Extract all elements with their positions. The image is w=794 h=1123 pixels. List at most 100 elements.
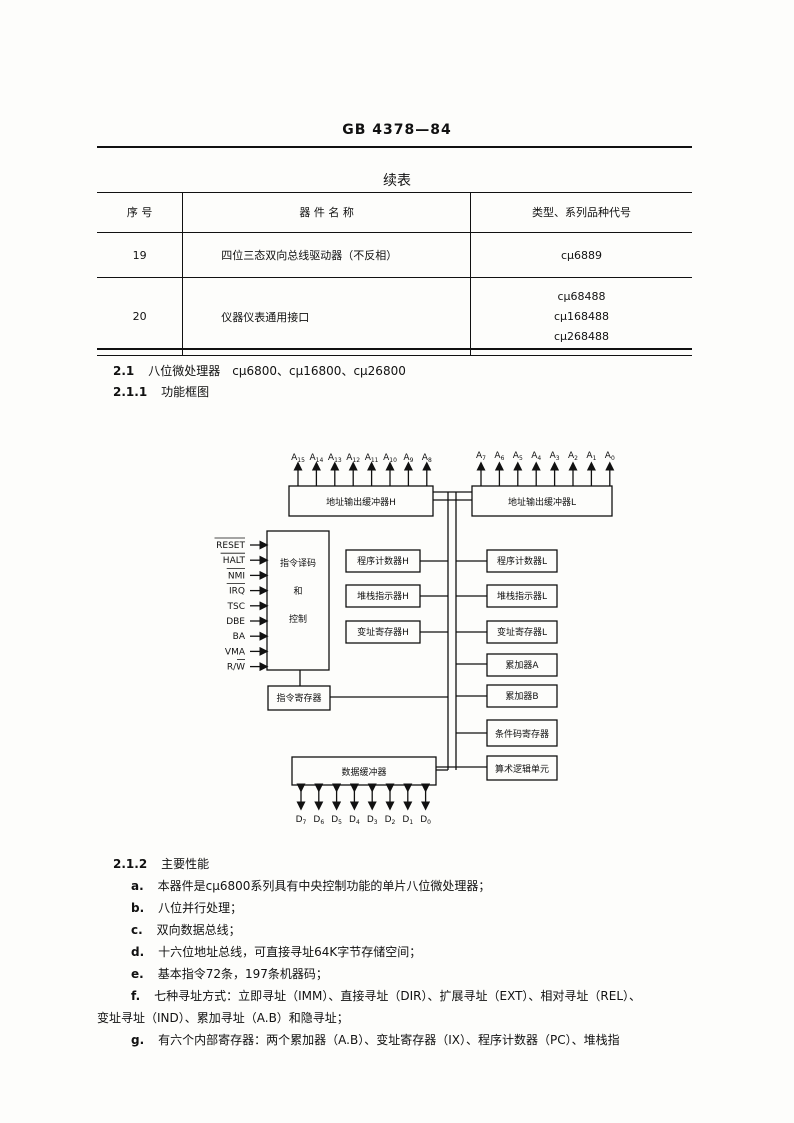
row-name: 四位三态双向总线驱动器（不反相） — [182, 232, 472, 278]
block-rect — [288, 485, 434, 517]
item-label: d. — [131, 945, 145, 959]
row-name: 仪器仪表通用接口 — [182, 277, 472, 356]
item-label: e. — [131, 967, 144, 981]
register-label: 条件码寄存器 — [495, 728, 549, 740]
item-text: 七种寻址方式：立即寻址（IMM）、直接寻址（DIR）、扩展寻址（EXT）、相对寻… — [154, 989, 642, 1003]
item-text: 本器件是cμ6800系列具有中央控制功能的单片八位微处理器； — [157, 879, 491, 893]
block-rect — [486, 584, 558, 608]
pin-label: A15 — [291, 453, 305, 464]
list-item: d. 十六位地址总线，可直接寻址64K字节存储空间； — [131, 943, 421, 960]
column-header-name: 器 件 名 称 — [182, 192, 472, 233]
row-code: cμ68488 — [557, 289, 606, 303]
alu-label: 算术逻辑单元 — [495, 763, 549, 775]
pin-label: A7 — [476, 451, 486, 462]
list-item: f. 七种寻址方式：立即寻址（IMM）、直接寻址（DIR）、扩展寻址（EXT）、相… — [131, 987, 641, 1004]
section-title: 八位微处理器 cμ6800、cμ16800、cμ26800 — [148, 364, 406, 378]
pin-label: A4 — [531, 451, 541, 462]
signal-label: RESET — [216, 541, 245, 551]
row-code: cμ268488 — [554, 329, 610, 343]
column-header-code: 类型、系列品种代号 — [470, 192, 692, 233]
register-label: 累加器A — [505, 660, 539, 671]
list-item: e. 基本指令72条，197条机器码； — [131, 965, 328, 982]
block-rect — [486, 620, 558, 644]
block-rect — [267, 685, 331, 711]
pin-label: A0 — [605, 451, 615, 462]
section-2-1-heading: 2.1 八位微处理器 cμ6800、cμ16800、cμ26800 — [113, 362, 406, 379]
instruction-register-label: 指令寄存器 — [276, 692, 321, 704]
row-codes: cμ68488 cμ168488 cμ268488 — [470, 277, 692, 356]
item-text: 基本指令72条，197条机器码； — [157, 967, 328, 981]
pin-label: D2 — [385, 815, 396, 826]
signal-label: IRQ — [229, 587, 245, 597]
row-code: cμ168488 — [554, 309, 610, 323]
list-item: c.双向数据总线； — [131, 921, 241, 938]
register-label: 变址寄存器H — [357, 626, 409, 638]
pin-label: A3 — [550, 451, 560, 462]
signal-label: VMA — [225, 647, 246, 657]
decoder-label-3: 控制 — [289, 613, 307, 625]
table-caption: 续表 — [383, 173, 411, 189]
pin-label: D7 — [296, 815, 307, 826]
pin-label: A8 — [422, 453, 432, 464]
register-label: 堆栈指示器L — [497, 590, 547, 602]
section-number: 2.1.1 — [113, 385, 148, 399]
pin-label: A5 — [513, 451, 523, 462]
item-text: 变址寻址（IND）、累加寻址（A.B）和隐寻址； — [97, 1011, 349, 1025]
item-text: 八位并行处理； — [158, 901, 243, 915]
pin-label: D6 — [313, 815, 324, 826]
register-label: 程序计数器H — [357, 555, 409, 567]
table-header-row: 序 号 器 件 名 称 类型、系列品种代号 — [97, 192, 692, 233]
table-row: 20 仪器仪表通用接口 cμ68488 cμ168488 cμ268488 — [97, 277, 692, 356]
signal-label: DBE — [226, 617, 245, 627]
pin-label: D0 — [420, 815, 431, 826]
row-no: 20 — [97, 277, 184, 356]
block-rect — [486, 653, 558, 677]
section-title: 主要性能 — [161, 857, 210, 871]
signal-label: BA — [233, 632, 246, 642]
table-row: 19 四位三态双向总线驱动器（不反相） cμ6889 — [97, 232, 692, 278]
pin-label: D1 — [402, 815, 413, 826]
pin-label: A2 — [568, 451, 578, 462]
pin-label: A10 — [383, 453, 397, 464]
section-number: 2.1 — [113, 364, 135, 378]
item-label: c. — [131, 923, 143, 937]
header-rule — [97, 146, 692, 148]
pin-label: A9 — [403, 453, 413, 464]
block-rect — [486, 549, 558, 573]
column-header-no: 序 号 — [97, 192, 184, 233]
signal-label: TSC — [227, 602, 246, 612]
block-rect — [345, 620, 421, 644]
table-bottom-rule — [97, 348, 692, 350]
item-label: b. — [131, 901, 145, 915]
signal-label: NMI — [228, 571, 245, 581]
register-label: 累加器B — [505, 691, 538, 702]
pin-label: A6 — [494, 451, 504, 462]
item-label: g. — [131, 1033, 145, 1047]
row-no: 19 — [97, 232, 184, 278]
block-rect — [486, 755, 558, 781]
item-label: f. — [131, 989, 141, 1003]
register-label: 程序计数器L — [497, 555, 547, 567]
section-title: 功能框图 — [161, 385, 210, 399]
list-item: g.有六个内部寄存器：两个累加器（A.B）、变址寄存器（IX）、程序计数器（PC… — [131, 1031, 620, 1048]
address-buffer-l-label: 地址输出缓冲器L — [508, 496, 576, 508]
register-label: 堆栈指示器H — [357, 590, 409, 602]
pin-label: A11 — [365, 453, 379, 464]
block-rect — [345, 549, 421, 573]
item-label: a. — [131, 879, 144, 893]
block-rect — [291, 756, 437, 786]
device-table: 序 号 器 件 名 称 类型、系列品种代号 19 四位三态双向总线驱动器（不反相… — [97, 192, 692, 356]
item-text: 十六位地址总线，可直接寻址64K字节存储空间； — [158, 945, 422, 959]
block-rect — [486, 684, 558, 708]
section-number: 2.1.2 — [113, 857, 148, 871]
list-item-continued: 变址寻址（IND）、累加寻址（A.B）和隐寻址； — [97, 1009, 349, 1026]
decoder-label-2: 和 — [293, 586, 302, 597]
pin-label: A13 — [328, 453, 342, 464]
list-item: b. 八位并行处理； — [131, 899, 242, 916]
section-2-1-2-heading: 2.1.2 主要性能 — [113, 855, 209, 872]
address-buffer-h-label: 地址输出缓冲器H — [326, 496, 396, 508]
pin-label: D3 — [367, 815, 378, 826]
